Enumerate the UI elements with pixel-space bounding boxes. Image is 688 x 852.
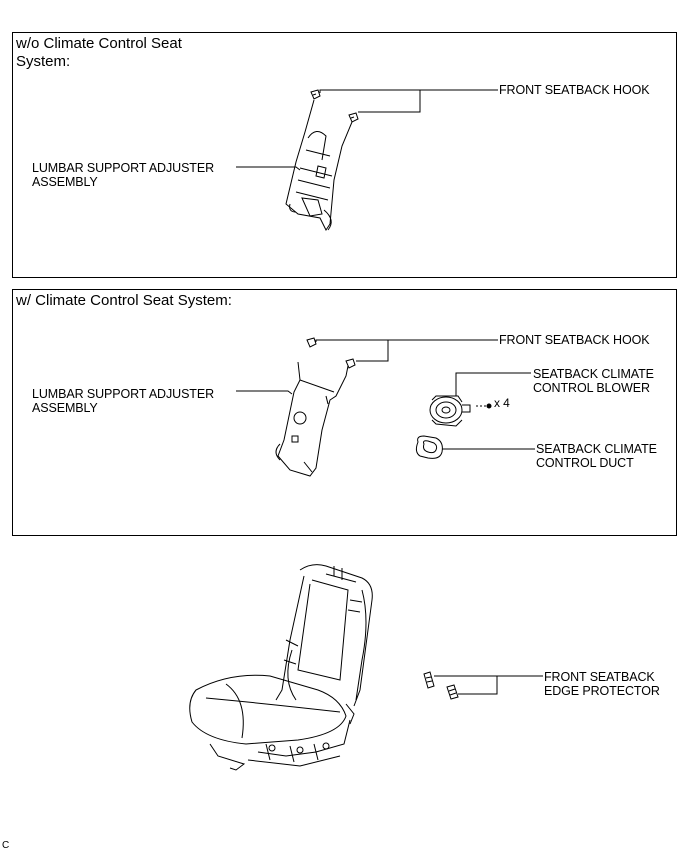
duct-label-line2: CONTROL DUCT [536,456,634,470]
lumbar-support-label-2-line1: LUMBAR SUPPORT ADJUSTER [32,387,215,401]
blower-label-line1: SEATBACK CLIMATE [533,367,654,381]
lumbar-support-assembly-1 [285,99,353,231]
blower-label-line2: CONTROL BLOWER [533,381,650,395]
panel-with-title: w/ Climate Control Seat System: [16,292,232,309]
edge-protector-label-line1: FRONT SEATBACK [544,670,655,684]
duct-label-line1: SEATBACK CLIMATE [536,442,657,456]
edge-protector-label-line2: EDGE PROTECTOR [544,684,660,698]
lumbar-support-label-1-line2: ASSEMBLY [32,175,98,189]
panel-without-title-line2: System: [16,53,71,70]
panel-with-climate-control [12,289,677,536]
hook-part-2b [345,358,356,369]
front-seatback-hook-label-2: FRONT SEATBACK HOOK [499,333,650,347]
lumbar-support-label-2-line2: ASSEMBLY [32,401,98,415]
lumbar-leader-line-2 [236,390,293,395]
front-seatback-hook-label-1: FRONT SEATBACK HOOK [499,83,650,97]
blower-screw [476,403,492,409]
climate-control-duct [415,435,443,459]
lumbar-leader-line-1 [236,166,301,171]
lumbar-support-label-1-line1: LUMBAR SUPPORT ADJUSTER [32,161,215,175]
seat-frame [189,564,373,771]
edge-protector-leader-lines [434,675,543,695]
screw-count-label: x 4 [494,396,510,410]
hook-part-2a [306,337,317,348]
climate-control-blower [429,395,471,427]
panel-without-climate-control [12,32,677,278]
panel-without-title-line1: w/o Climate Control Seat [16,35,182,52]
corner-mark: C [2,840,10,851]
hook-leader-lines-1 [319,89,498,113]
blower-leader-line [455,372,531,396]
hook-part-1a [310,89,321,100]
hook-leader-lines-2 [315,339,498,362]
lumbar-support-assembly-2 [275,361,349,477]
hook-part-1b [348,112,359,123]
edge-protector-part-b [446,684,459,700]
edge-protector-part-a [423,671,435,689]
